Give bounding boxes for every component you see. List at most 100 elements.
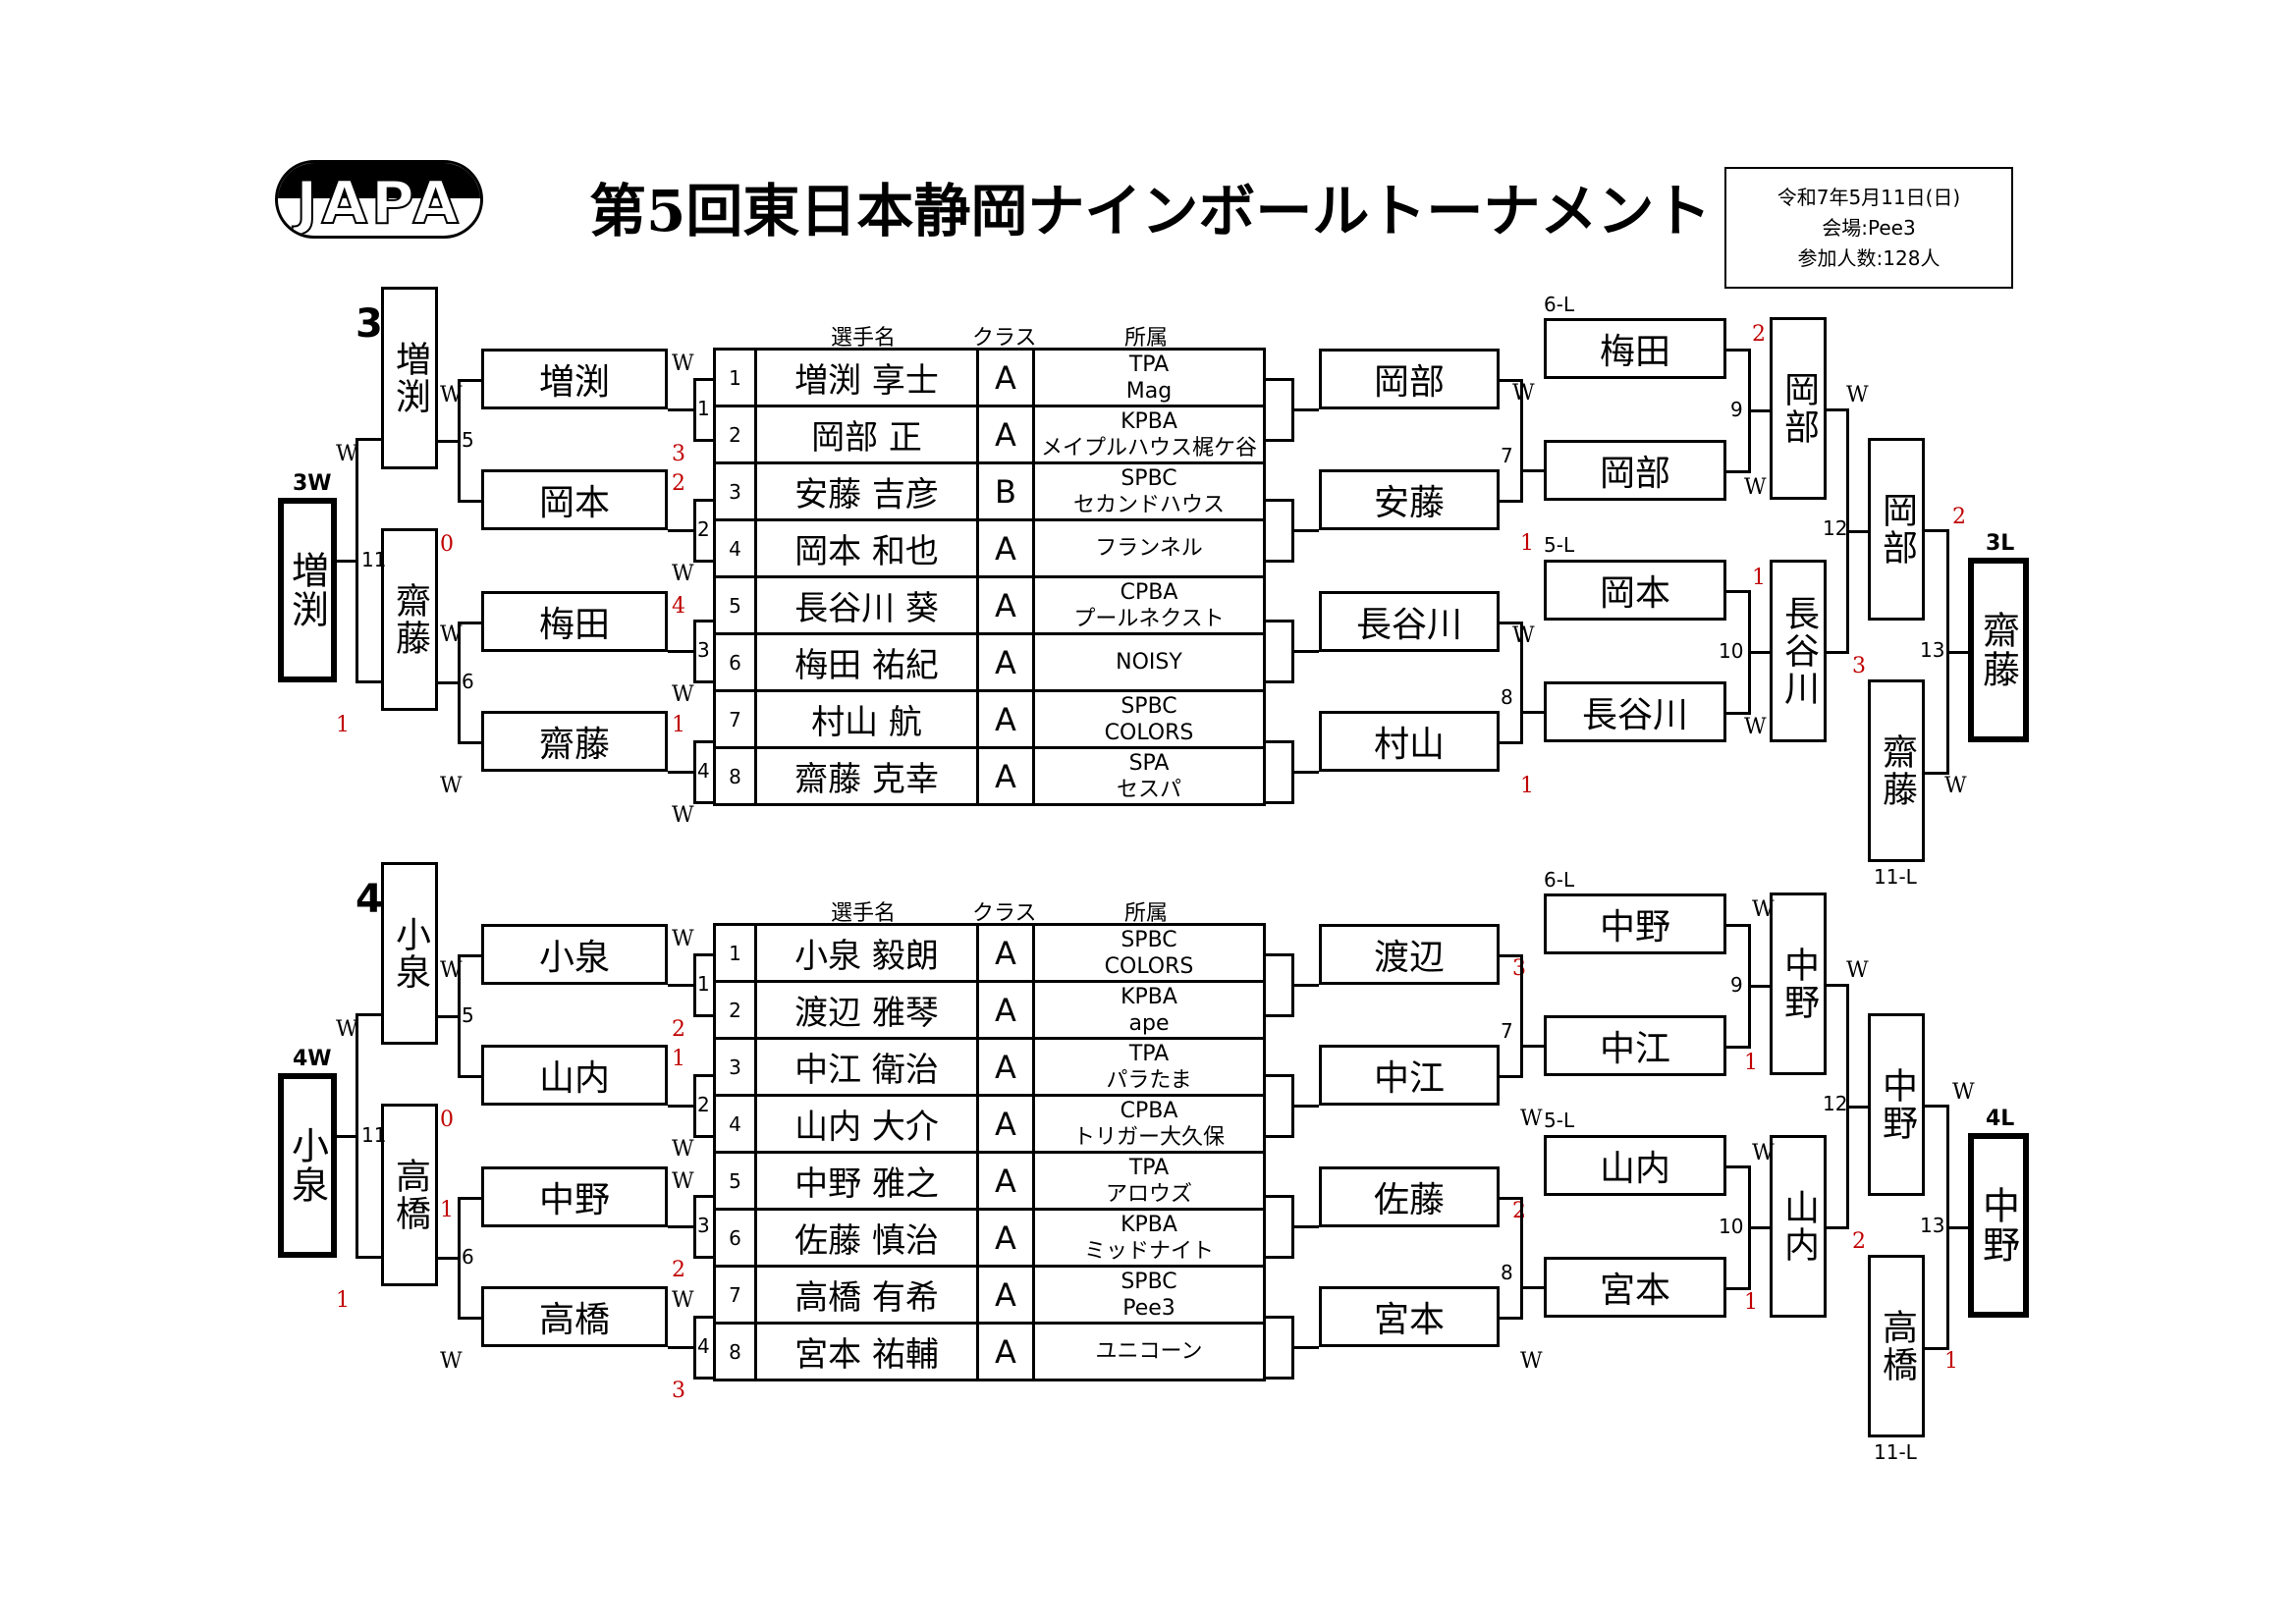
left-round1-winner: 増渕 [481, 349, 668, 409]
bracket-line [693, 1316, 713, 1319]
right-round3-box: 山内 [1770, 1135, 1827, 1318]
right-round2-box: 中野 [1544, 893, 1726, 954]
bracket-line [693, 740, 696, 804]
match-number: 5 [462, 427, 474, 452]
bracket-line [458, 379, 481, 382]
event-date: 令和7年5月11日(日) [1777, 186, 1961, 209]
bracket-line [1827, 1226, 1846, 1229]
affiliation-org: SPBC [1121, 465, 1177, 491]
bracket-line [1264, 800, 1291, 804]
match-score: 3 [672, 442, 685, 466]
match-score: W [672, 1169, 694, 1194]
player-class: A [976, 1151, 1035, 1211]
match-number: 3 [697, 637, 710, 662]
match-number: 2 [697, 1092, 710, 1116]
bracket-line [1264, 378, 1291, 381]
match-number: 1 [697, 971, 710, 996]
match-score: W [672, 927, 694, 951]
bracket-line [693, 1255, 713, 1259]
loser-from-label: 5-L [1544, 1109, 1575, 1132]
bracket-line [668, 770, 693, 774]
bracket-line [693, 740, 713, 743]
bracket-line [355, 680, 381, 683]
match-score: 2 [1752, 322, 1766, 347]
bracket-line [1726, 924, 1748, 927]
bracket-line [1264, 1376, 1291, 1380]
match-number: 13 [1920, 638, 1945, 662]
bracket-line [1520, 469, 1544, 472]
col-header-affiliation: 所属 [1124, 901, 1169, 926]
match-score: W [672, 803, 694, 828]
match-number: 12 [1823, 1092, 1848, 1115]
bracket-line [693, 438, 713, 442]
right-round4-box: 高橋 [1868, 1255, 1925, 1437]
match-score: W [1744, 475, 1767, 500]
match-number: 3 [697, 1213, 710, 1237]
left-round2-winner: 増渕 [381, 286, 438, 469]
bracket-line [1946, 651, 1968, 654]
bracket-line [1520, 711, 1544, 714]
left-final-label: 4W [293, 1047, 332, 1071]
right-round1-winner: 佐藤 [1319, 1166, 1500, 1227]
match-score: 1 [1520, 531, 1534, 556]
bracket-line [1726, 470, 1748, 473]
player-name: 宮本 祐輔 [754, 1322, 979, 1381]
match-score: W [1512, 623, 1535, 648]
affiliation-org: TPA [1128, 1155, 1170, 1180]
left-final-box: 増渕 [278, 498, 337, 682]
bracket-line [1264, 1195, 1291, 1198]
bracket-line [458, 954, 481, 957]
left-round1-winner: 小泉 [481, 924, 668, 985]
left-round1-winner: 高橋 [481, 1286, 668, 1347]
bracket-line [1500, 1197, 1523, 1200]
affiliation-club: ユニコーン [1095, 1339, 1203, 1364]
right-round1-winner: 岡部 [1319, 349, 1500, 409]
player-class: A [976, 980, 1035, 1040]
match-number: 6 [462, 670, 474, 693]
bracket-line [1925, 1105, 1946, 1108]
match-number: 8 [1501, 1261, 1513, 1284]
player-name: 渡辺 雅琴 [754, 980, 979, 1040]
bracket-line [693, 953, 696, 1017]
player-seed: 3 [713, 461, 757, 521]
player-class: A [976, 1037, 1035, 1097]
right-round1-winner: 村山 [1319, 711, 1500, 772]
loser-from-label: 6-L [1544, 293, 1575, 316]
bracket-line [458, 954, 461, 1078]
player-name: 中野 雅之 [754, 1151, 979, 1211]
player-seed: 5 [713, 575, 757, 635]
bracket-line [1925, 529, 1946, 532]
bracket-line [1500, 1075, 1523, 1078]
bracket-line [1925, 772, 1946, 775]
bracket-line [1264, 740, 1291, 743]
left-round1-winner: 山内 [481, 1045, 668, 1106]
match-number: 7 [1501, 444, 1513, 467]
affiliation-club: フランネル [1095, 536, 1203, 561]
bracket-line [458, 622, 481, 624]
bracket-line [1291, 1104, 1319, 1108]
bracket-line [693, 1013, 713, 1017]
loser-from-label: 5-L [1544, 533, 1575, 557]
event-info-box: 令和7年5月11日(日) 会場:Pee3 参加人数:128人 [1724, 167, 2013, 289]
bracket-line [1748, 985, 1770, 988]
affiliation-club: メイプルハウス梶ケ谷 [1040, 435, 1257, 460]
loser-from-label: 11-L [1874, 1440, 1917, 1464]
bracket-line [1264, 1316, 1291, 1319]
bracket-line [668, 1104, 693, 1108]
bracket-line [1291, 528, 1319, 532]
match-score: 1 [1944, 1349, 1958, 1374]
player-class: A [976, 923, 1035, 983]
right-round3-box: 岡部 [1770, 317, 1827, 500]
affiliation-club: セカンドハウス [1072, 492, 1225, 517]
bracket-line [437, 1014, 458, 1018]
bracket-line [1500, 1317, 1523, 1320]
player-class: A [976, 575, 1035, 635]
